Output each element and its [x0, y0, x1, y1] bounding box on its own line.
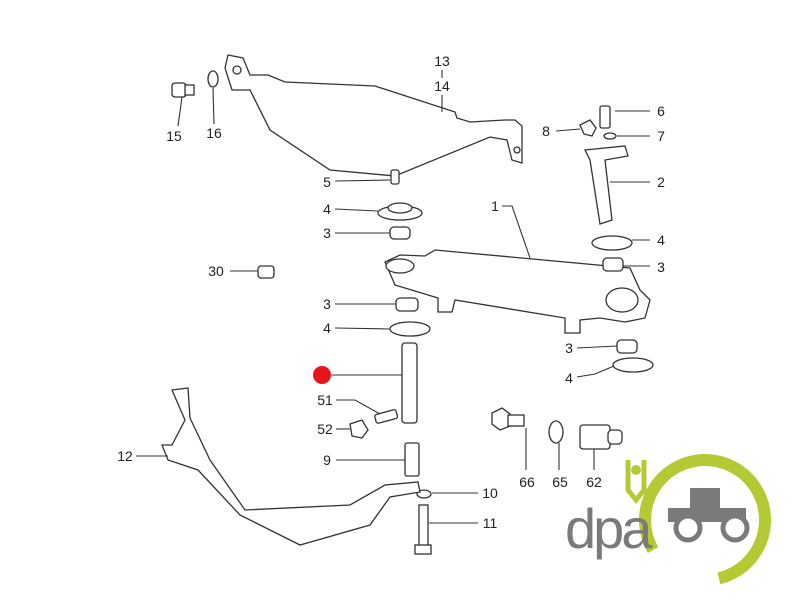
nut-65 — [548, 420, 564, 444]
bushing-9 — [404, 442, 420, 477]
part-label: 12 — [117, 448, 133, 464]
cylinder-rod-eye — [605, 287, 639, 313]
part-label: 10 — [482, 485, 498, 501]
part-label: 3 — [657, 259, 665, 275]
flange-bushing-4 — [389, 321, 431, 337]
part-label: 52 — [317, 421, 333, 437]
fitting-62-thread — [607, 429, 623, 445]
bolt-15 — [171, 82, 187, 98]
part-label: 15 — [166, 128, 182, 144]
part-label: 16 — [206, 125, 222, 141]
part-label: 30 — [208, 263, 224, 279]
bushing-3 — [389, 226, 411, 240]
grease-nipple-8 — [579, 119, 597, 137]
pivot-pin — [401, 342, 418, 424]
part-label: 4 — [565, 370, 573, 386]
bushing-3 — [616, 339, 638, 354]
dpa-logo: dpa — [565, 454, 771, 586]
part-label: 8 — [542, 123, 550, 139]
part-label: 13 — [434, 53, 450, 69]
part-label: 62 — [586, 474, 602, 490]
part-label: 11 — [483, 515, 498, 531]
part-label: 14 — [434, 78, 450, 94]
part-label: 3 — [323, 225, 331, 241]
part-label: 65 — [552, 474, 568, 490]
part-label: 4 — [657, 232, 665, 248]
set-screw-51 — [374, 409, 399, 424]
part-label: 5 — [323, 174, 331, 190]
highlight-marker[interactable] — [313, 366, 331, 384]
part-label: 51 — [317, 392, 333, 408]
pin-2 — [583, 145, 629, 225]
nut-52 — [349, 419, 369, 439]
flange-bushing-4 — [591, 235, 633, 251]
part-label: 3 — [323, 296, 331, 312]
part-label: 2 — [657, 174, 665, 190]
hydraulic-cylinder-1 — [384, 249, 651, 334]
washer-16 — [207, 70, 219, 88]
fitting-62 — [579, 424, 611, 450]
wheat-grain — [631, 465, 641, 475]
tractor-icon — [668, 488, 750, 543]
bushing-3 — [395, 297, 419, 312]
logo-text: dpa — [565, 497, 653, 560]
bolt-11 — [418, 504, 429, 551]
part-label: 66 — [519, 474, 535, 490]
wheat-icon — [625, 460, 647, 505]
flange-bushing-4 — [612, 357, 654, 373]
bolt-thread — [184, 84, 195, 96]
part-label: 3 — [565, 340, 573, 356]
bolt-6 — [599, 105, 611, 129]
hole — [513, 146, 521, 154]
leader-lines — [136, 70, 650, 524]
hole — [232, 65, 242, 75]
bolt-head — [414, 544, 432, 555]
flange-bushing-top — [387, 202, 413, 214]
part-label: 6 — [657, 103, 665, 119]
fitting-30 — [257, 265, 275, 279]
part-label: 1 — [491, 198, 499, 214]
bolt-66 — [491, 407, 511, 431]
bushing-3 — [602, 257, 624, 272]
part-label: 4 — [323, 201, 331, 217]
part-label: 4 — [323, 320, 331, 336]
bracket-part — [224, 54, 523, 177]
cylinder-eye — [385, 258, 415, 274]
gear-ring-icon — [639, 454, 771, 586]
grease-nipple-5 — [390, 169, 400, 185]
part-label: 9 — [323, 452, 331, 468]
washer-7 — [603, 132, 617, 140]
bolt-66-thread — [507, 414, 525, 427]
part-label: 7 — [657, 128, 665, 144]
support-bracket-12 — [161, 387, 421, 546]
